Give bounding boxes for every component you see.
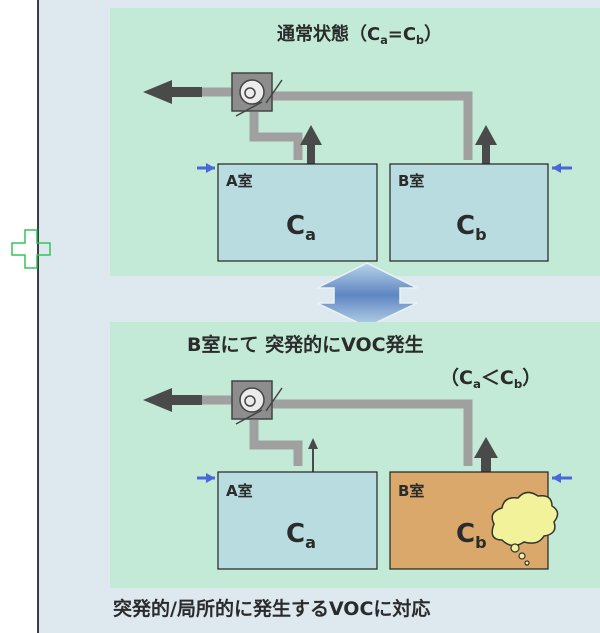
- swap-double-arrow-icon: [316, 262, 418, 328]
- bottom-room-b-up-arrow: [474, 437, 498, 486]
- normal-state-panel: [110, 8, 600, 276]
- normal-title-end: ）: [424, 24, 443, 45]
- top-room-b-concentration: Cb: [456, 211, 487, 242]
- voc-cond-main: （C: [440, 367, 473, 389]
- bottom-room-b-label: B室: [398, 482, 425, 500]
- top-room-a-box: [217, 163, 378, 262]
- bottom-room-a-box: [217, 471, 378, 570]
- top-room-b-conc-main: C: [456, 211, 476, 241]
- bottom-room-b-conc-sub: b: [475, 532, 487, 552]
- top-room-b-duct: [272, 91, 473, 160]
- bottom-room-a-label: A室: [226, 482, 253, 500]
- bottom-room-a-concentration: Ca: [286, 519, 316, 550]
- voc-cond-sub-a: a: [472, 377, 481, 392]
- normal-title-sub-a: a: [380, 33, 388, 47]
- voc-condition: （Ca＜Cb）: [440, 367, 542, 392]
- bottom-room-a-conc-main: C: [286, 519, 306, 549]
- voc-event-panel: [110, 322, 600, 588]
- top-room-a-concentration: Ca: [286, 211, 316, 242]
- voc-cloud-icon: [491, 491, 559, 566]
- bottom-room-b-duct: [272, 399, 473, 466]
- top-room-a-up-arrow: [300, 125, 322, 176]
- normal-title-main: 通常状態（C: [277, 24, 381, 45]
- top-room-b-conc-sub: b: [475, 224, 487, 244]
- top-room-b-label: B室: [398, 172, 425, 190]
- bottom-room-b-conc-main: C: [456, 519, 476, 549]
- top-room-b-inlet-arrowhead: [552, 163, 561, 173]
- bottom-room-a-conc-sub: a: [305, 532, 316, 552]
- exhaust-fan-icon: [231, 380, 283, 425]
- bottom-duct-network: [202, 395, 473, 466]
- bottom-room-a-duct: [249, 420, 303, 466]
- bottom-room-b-inlet-arrowhead: [552, 473, 561, 483]
- crosshair-icon: [11, 229, 51, 269]
- bottom-exhaust-arrow: [143, 388, 202, 412]
- bottom-room-b-concentration: Cb: [456, 519, 487, 550]
- top-exhaust-arrow: [143, 80, 202, 104]
- normal-title-sub-b: b: [416, 33, 425, 47]
- top-room-a-conc-sub: a: [305, 224, 316, 244]
- top-room-b-up-arrow: [475, 125, 497, 176]
- voc-cond-sub-b: b: [513, 377, 523, 392]
- exhaust-fan-icon: [231, 72, 283, 117]
- normal-title-mid: =C: [387, 24, 417, 45]
- top-room-a-inlet-arrowhead: [206, 163, 215, 173]
- top-room-a-duct: [249, 112, 303, 160]
- voc-cond-end: ）: [522, 367, 542, 389]
- top-duct-network: [202, 87, 473, 160]
- bottom-room-a-inlet-arrowhead: [206, 473, 215, 483]
- top-room-b-box: [389, 163, 549, 262]
- top-room-a-label: A室: [226, 172, 253, 190]
- diagram-caption: 突発的/局所的に発生するVOCに対応: [113, 598, 431, 620]
- bottom-room-a-up-arrowhead: [308, 438, 318, 449]
- normal-state-title: 通常状態（Ca=Cb）: [277, 24, 443, 47]
- top-room-a-conc-main: C: [286, 211, 306, 241]
- voc-cond-mid: ＜C: [480, 367, 514, 389]
- voc-event-title: B室にて 突発的にVOC発生: [187, 334, 424, 356]
